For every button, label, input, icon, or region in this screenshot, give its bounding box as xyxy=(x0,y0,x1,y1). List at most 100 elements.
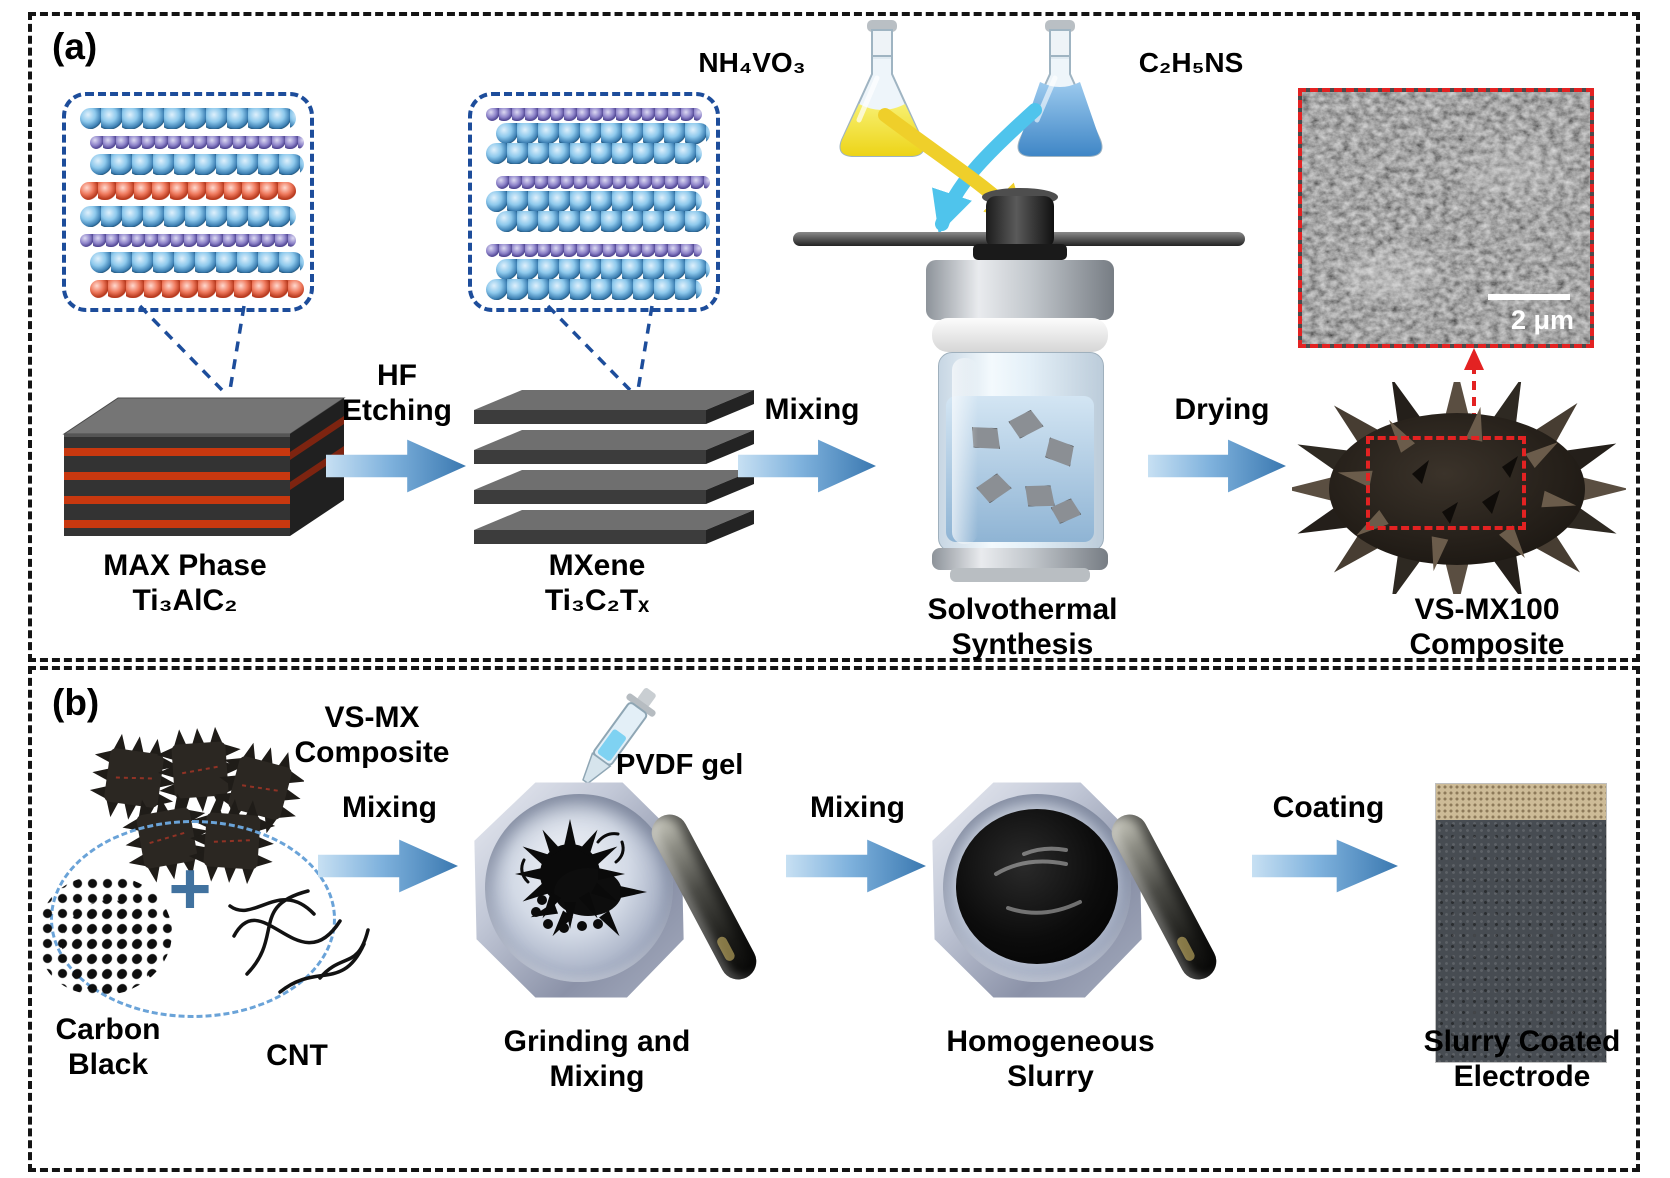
carbon-black-label: Carbon Black xyxy=(28,1012,188,1083)
panel-a-border xyxy=(28,12,1640,662)
mxene-flake xyxy=(1050,497,1082,525)
composite-highlight-rect xyxy=(1366,436,1526,530)
vsmx100-label: VS-MX100 Composite xyxy=(1392,592,1582,663)
autoclave-glass-shine xyxy=(952,358,978,544)
atom-row-c xyxy=(80,234,296,247)
c2h5ns-label: C₂H₅NS xyxy=(1138,47,1244,78)
atom-row-ti xyxy=(496,259,710,280)
max-atomic-structure-callout xyxy=(62,92,314,312)
cyan-pour-arrow xyxy=(932,103,1042,234)
pouring-arrows xyxy=(878,103,1042,234)
mxene-flake xyxy=(1022,482,1057,510)
mxene-flake xyxy=(1040,434,1080,471)
autoclave-bottom-ring xyxy=(932,548,1108,570)
flask-blue-icon xyxy=(1017,20,1103,157)
atom-row-t xyxy=(486,244,702,257)
mxene-flake xyxy=(1007,408,1045,441)
mxene-callout-lines xyxy=(546,304,654,392)
mixing-label-a: Mixing xyxy=(764,393,860,426)
electrode-label: Slurry Coated Electrode xyxy=(1408,1024,1636,1095)
pestle-glint xyxy=(1175,934,1197,963)
atom-row-t xyxy=(496,176,710,189)
vsmx-composite-label-line1: VS-MX xyxy=(324,701,420,734)
hf-etching-label-line1: HF xyxy=(377,359,417,392)
grinding-label-line2: Mixing xyxy=(549,1060,645,1094)
grinding-label: Grinding and Mixing xyxy=(492,1024,702,1095)
pvdf-gel-label: PVDF gel xyxy=(616,749,744,781)
cnt-label: CNT xyxy=(266,1039,328,1072)
electrode-coated-body xyxy=(1436,820,1606,1062)
atom-row-ti xyxy=(486,279,702,300)
atom-row-al xyxy=(80,182,296,200)
mxene-flake xyxy=(974,470,1013,505)
atom-row-ti xyxy=(486,191,702,212)
grinding-label-line1: Grinding and xyxy=(503,1025,691,1058)
autoclave-knob xyxy=(986,196,1054,248)
atom-row-ti xyxy=(80,108,296,129)
atom-row-t xyxy=(486,108,702,121)
homogeneous-slurry-label-line1: Homogeneous xyxy=(946,1025,1155,1058)
coating-label: Coating xyxy=(1272,791,1385,824)
mxene-label: MXene Ti₃C₂Tₓ xyxy=(492,548,702,619)
homogeneous-slurry-label-line2: Slurry xyxy=(1007,1060,1094,1094)
mxene-label-line2: Ti₃C₂Tₓ xyxy=(544,584,650,618)
vsmx100-label-line1: VS-MX100 xyxy=(1414,593,1560,626)
electrode-label-line2: Electrode xyxy=(1453,1060,1591,1094)
solvothermal-label-line2: Synthesis xyxy=(951,628,1094,662)
sem-texture xyxy=(1302,92,1590,344)
carbon-black-label-line1: Carbon xyxy=(55,1013,161,1046)
mortar-slurry xyxy=(932,782,1142,998)
hf-etching-label: HF Etching xyxy=(332,358,462,429)
electrode-bare-tab xyxy=(1436,784,1606,820)
panel-a-tag: (a) xyxy=(52,26,98,67)
black-mixture-blob xyxy=(515,819,647,940)
plus-sign: + xyxy=(168,847,212,930)
atom-row-ti xyxy=(496,211,710,232)
mxene-label-line1: MXene xyxy=(548,549,646,582)
atom-row-ti xyxy=(486,143,702,164)
mixing1-label: Mixing xyxy=(342,791,437,824)
autoclave-cap xyxy=(926,260,1114,320)
nh4vo3-label: NH₄VO₃ xyxy=(698,47,806,78)
cnt-illustration xyxy=(228,889,370,994)
max-phase-label-line2: Ti₃AlC₂ xyxy=(132,584,238,618)
solvothermal-label-line1: Solvothermal xyxy=(927,593,1118,626)
max-phase-label-line1: MAX Phase xyxy=(103,549,267,582)
pestle-glint xyxy=(715,934,737,963)
sem-scale-bar-text: 2 μm xyxy=(1510,305,1574,335)
atom-row-ti xyxy=(496,123,710,144)
drying-label: Drying xyxy=(1174,393,1270,426)
sem-scale-bar-line xyxy=(1488,294,1570,300)
autoclave-base xyxy=(950,568,1090,582)
atom-row-ti xyxy=(90,154,304,175)
panel-b-tag: (b) xyxy=(52,682,100,723)
mixing2-label: Mixing xyxy=(810,791,905,824)
atom-row-c xyxy=(90,136,304,149)
sem-pointer-arrow xyxy=(1464,348,1484,438)
vsmx100-label-line2: Composite xyxy=(1409,628,1565,662)
electrode-label-line1: Slurry Coated xyxy=(1423,1025,1621,1058)
carbon-black-particles-overlay xyxy=(62,900,158,994)
atom-row-ti xyxy=(90,252,304,273)
vsmx-composite-label: VS-MX Composite xyxy=(282,700,462,771)
mxene-illustration xyxy=(474,390,754,544)
slurry-coated-electrode xyxy=(1436,784,1606,1062)
slurry-highlights xyxy=(994,846,1082,915)
autoclave-clamp xyxy=(973,244,1067,260)
atom-row-al xyxy=(90,280,304,298)
hf-etching-label-line2: Etching xyxy=(342,394,452,428)
carbon-black-label-line2: Black xyxy=(67,1048,149,1082)
max-phase-label: MAX Phase Ti₃AlC₂ xyxy=(80,548,290,619)
autoclave-white-band xyxy=(932,318,1108,352)
homogeneous-slurry-label: Homogeneous Slurry xyxy=(938,1024,1163,1095)
vsmx-composite-label-line2: Composite xyxy=(294,736,450,770)
panel-b-border xyxy=(28,666,1640,1172)
sem-image-inset: 2 μm xyxy=(1298,88,1594,348)
homogeneous-slurry-surface xyxy=(956,809,1118,964)
solvothermal-label: Solvothermal Synthesis xyxy=(915,592,1130,663)
mxene-atomic-structure-callout xyxy=(468,92,720,312)
mortar-grinding xyxy=(474,782,684,998)
max-phase-illustration xyxy=(62,397,346,536)
max-callout-lines xyxy=(138,304,246,392)
